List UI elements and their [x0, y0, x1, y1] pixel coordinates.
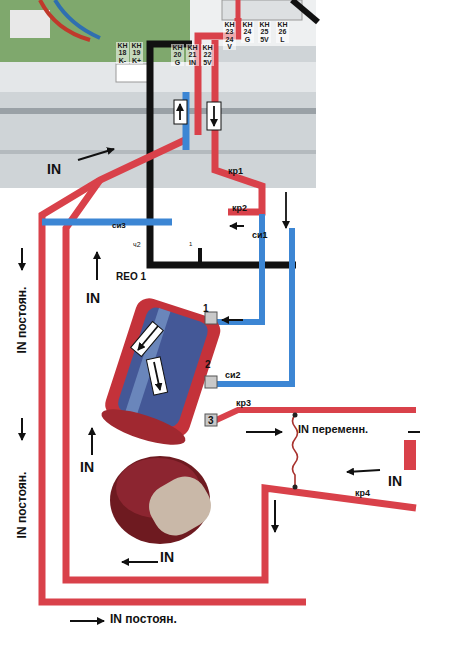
wire-label: IN	[80, 460, 94, 475]
wire-label: IN	[388, 474, 402, 489]
wire-label: IN	[86, 291, 100, 306]
photo-wire	[40, 0, 90, 40]
joint	[293, 485, 298, 490]
pin-label: KH 24 G	[241, 21, 254, 43]
flow-arrow	[21, 418, 23, 440]
component	[10, 10, 50, 38]
wire-label: IN постоян.	[110, 613, 177, 626]
current-label: IN постоян.	[16, 287, 29, 354]
pin-label: KH 23 24 V	[223, 21, 236, 50]
red-wire	[212, 410, 416, 422]
flow-arrow	[213, 106, 215, 126]
rheostat-coil	[115, 305, 210, 429]
board-photo	[0, 0, 316, 188]
rheostat-base	[98, 402, 189, 452]
black-wire	[150, 44, 296, 265]
wire-label: ч2	[133, 241, 141, 248]
pin-label: KH 18 K-	[116, 42, 129, 64]
flow-box	[278, 188, 294, 228]
flow-arrow	[347, 470, 380, 472]
wire-label: REO 1	[116, 272, 146, 283]
photo-wire	[292, 0, 318, 22]
wire-label: 3	[208, 416, 214, 427]
joint	[293, 413, 298, 418]
blue-wire	[42, 219, 172, 226]
housing-edge	[0, 108, 316, 114]
flow-arrow	[285, 192, 287, 228]
flow-arrow	[154, 362, 160, 390]
wire-label: IN	[47, 162, 61, 177]
wire-label: кр4	[355, 489, 370, 498]
flow-arrow	[274, 500, 276, 532]
rheostat-coil	[125, 308, 170, 416]
pcb	[0, 0, 190, 62]
wire-label: кр1	[228, 167, 243, 176]
red-wire	[404, 440, 416, 470]
pin-label: KH 19 K+	[130, 42, 143, 64]
photo-wire	[236, 0, 241, 20]
flow-arrow	[138, 326, 158, 350]
flow-box	[131, 321, 164, 356]
flow-box	[146, 357, 167, 395]
connector	[116, 64, 148, 82]
knob-cap	[141, 468, 219, 543]
wire-end	[408, 431, 420, 433]
flow-arrow	[122, 561, 158, 563]
flow-arrow	[21, 248, 23, 270]
wire-label: 2	[205, 360, 211, 371]
wire-label: кр3	[236, 399, 251, 408]
flow-arrow	[70, 620, 104, 622]
flow-arrow	[179, 104, 181, 120]
red-wire	[215, 40, 262, 212]
flow-arrows	[22, 149, 380, 621]
flow-arrow	[222, 319, 243, 321]
flow-arrow	[78, 149, 114, 160]
pin-label: KH 26 L	[276, 21, 289, 43]
flow-arrow	[246, 431, 282, 433]
pin-label: KH 22 5V	[201, 44, 214, 66]
wire-label: IN	[160, 550, 174, 565]
terminal	[205, 376, 217, 388]
wire-label: си2	[225, 371, 241, 380]
pin-label: KH 20 G	[171, 44, 184, 66]
wire-label: IN переменн.	[298, 424, 368, 436]
wire-label: 1	[189, 241, 192, 247]
housing	[0, 62, 316, 92]
wire-label: си3	[112, 222, 126, 230]
black-wire	[198, 248, 202, 265]
red-wire	[66, 180, 416, 580]
flow-arrow	[96, 252, 98, 280]
flow-arrow	[91, 428, 93, 455]
wire-label: 1	[203, 304, 209, 315]
terminal	[205, 414, 217, 426]
photo-wire	[55, 0, 100, 38]
connector	[222, 0, 302, 20]
flow-box	[207, 102, 221, 130]
rheostat-symbol	[98, 295, 224, 452]
blue-wire	[215, 228, 292, 384]
wire-label: си1	[252, 231, 268, 240]
flow-box	[174, 100, 187, 124]
current-label: IN постоян.	[16, 472, 29, 539]
flow-arrow	[230, 225, 244, 227]
wire-label: кр2	[232, 204, 247, 213]
fuse-link	[293, 415, 298, 487]
pin-label: KH 21 IN	[186, 44, 199, 66]
pin-label: KH 25 5V	[258, 21, 271, 43]
